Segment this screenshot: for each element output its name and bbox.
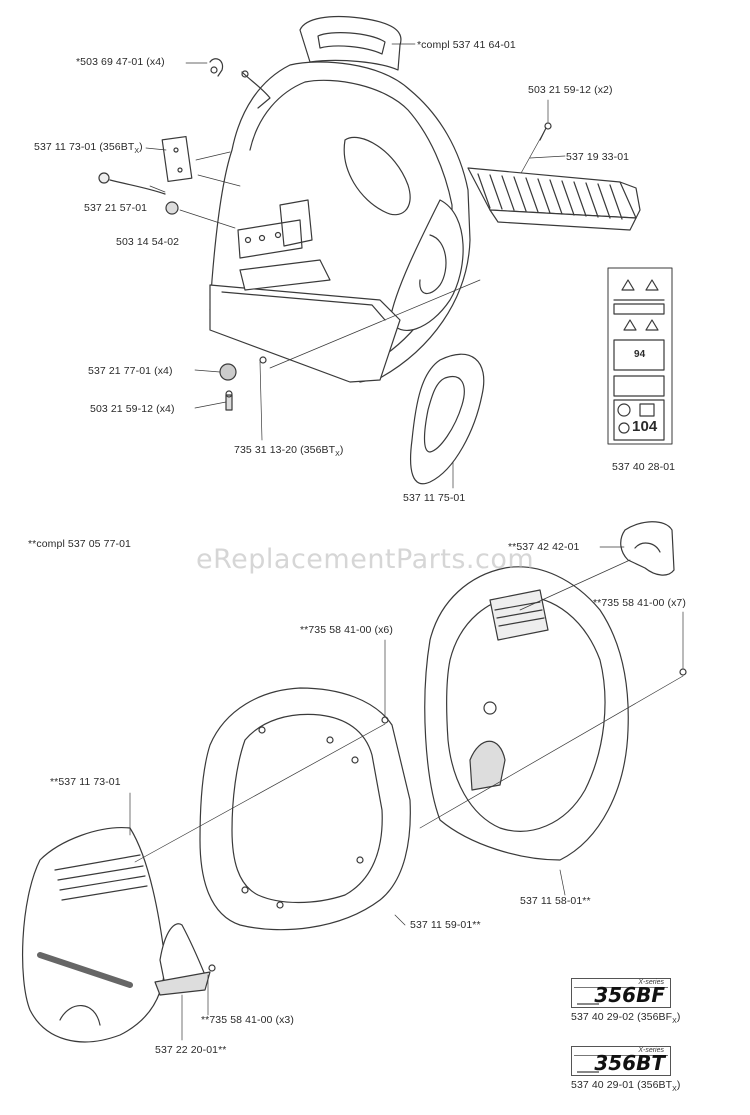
bracket-part <box>154 923 211 996</box>
hardware-upper <box>98 58 552 411</box>
label-735-58-41-00-x3: **735 58 41-00 (x3) <box>201 1014 294 1026</box>
decal-model-text: 356BF <box>594 983 665 1007</box>
hip-pad-part <box>409 353 485 485</box>
label-735-31-13-20: 735 31 13-20 (356BTX) <box>234 444 344 459</box>
decal-stripe <box>574 987 668 988</box>
label-537-11-75-01: 537 11 75-01 <box>403 492 466 504</box>
label-503-21-59-12-x4: 503 21 59-12 (x4) <box>90 403 175 415</box>
warning-label-part <box>607 267 673 445</box>
decal-underline <box>577 1071 599 1073</box>
label-503-14-54-02: 503 14 54-02 <box>116 236 180 248</box>
label-537-41-64-01: *compl 537 41 64-01 <box>417 39 516 51</box>
label-537-19-33-01: 537 19 33-01 <box>566 151 630 163</box>
label-537-22-20-01: 537 22 20-01** <box>155 1044 227 1056</box>
volute-part <box>199 687 411 931</box>
lower-assembly-label: **compl 537 05 77-01 <box>28 538 131 550</box>
label-537-40-29-02: 537 40 29-02 (356BFX) <box>571 1011 681 1026</box>
decal-model-text: 356BT <box>594 1051 665 1075</box>
basket-part <box>467 167 641 231</box>
screw-x3 <box>208 964 216 972</box>
label-537-11-59-01: 537 11 59-01** <box>410 919 481 931</box>
label-537-11-58-01: 537 11 58-01** <box>520 895 591 907</box>
label-537-40-28-01: 537 40 28-01 <box>612 461 676 473</box>
decal-series-text: X-series <box>638 1047 664 1054</box>
fan-cover-part <box>21 827 166 1043</box>
leader-lines-lower <box>129 546 684 1041</box>
intake-cover-part <box>620 521 675 576</box>
warning-label-noise-value: 104 <box>632 418 658 435</box>
screw-x6 <box>381 716 389 724</box>
label-537-21-77-01: 537 21 77-01 (x4) <box>88 365 173 377</box>
backpack-frame <box>209 15 471 383</box>
label-735-58-41-00-x6: **735 58 41-00 (x6) <box>300 624 393 636</box>
label-503-21-59-12-x2: 503 21 59-12 (x2) <box>528 84 613 96</box>
decal-series-text: X-series <box>638 979 664 986</box>
warning-label-small-value: 94 <box>634 349 646 360</box>
watermark: eReplacementParts.com <box>196 544 535 575</box>
label-537-21-57-01: 537 21 57-01 <box>84 202 148 214</box>
decal-356bf: X-series 356BF <box>571 978 671 1008</box>
label-537-11-73-01: **537 11 73-01 <box>50 776 121 788</box>
label-537-40-29-01: 537 40 29-01 (356BTX) <box>571 1079 681 1094</box>
label-537-11-73-01-356btx: 537 11 73-01 (356BTX) <box>34 141 143 156</box>
screw-x7 <box>679 668 687 676</box>
decal-underline <box>577 1003 599 1005</box>
label-537-42-42-01: **537 42 42-01 <box>508 541 580 553</box>
fan-housing-part <box>424 566 629 861</box>
decal-356bt: X-series 356BT <box>571 1046 671 1076</box>
label-735-58-41-00-x7: **735 58 41-00 (x7) <box>593 597 686 609</box>
label-503-69-47-01: *503 69 47-01 (x4) <box>76 56 165 68</box>
decal-stripe <box>574 1055 668 1056</box>
